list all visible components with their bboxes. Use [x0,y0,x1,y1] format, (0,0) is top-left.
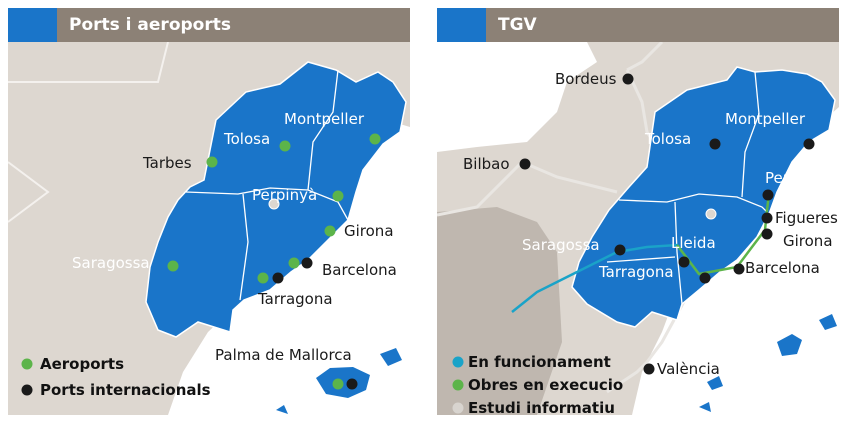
label-bilbao: Bilbao [463,155,510,173]
header-accent [8,8,57,42]
city-marker [733,263,745,275]
study-line [521,160,618,194]
city-marker [614,244,626,256]
airport-marker [206,156,218,168]
island-formentera [699,402,711,412]
internal-border [606,256,676,263]
city-marker [761,228,773,240]
region-area [571,66,836,328]
city-marker [643,363,655,375]
port-marker [301,257,313,269]
city-marker [761,212,773,224]
panel-title: TGV [498,15,537,35]
legend-airport-swatch [21,358,33,370]
label-saragossa: Saragossa [522,236,600,254]
label-figueres: Figueres [775,209,838,227]
airport-marker [279,140,291,152]
ports-airports-map: Tolosa Montpeller Tarbes Perpinyà Girona… [8,42,410,415]
legend-study-swatch [452,402,464,414]
label-perpinya: Perpinyà [765,169,830,187]
study-line [626,42,664,72]
label-girona: Girona [783,232,833,250]
internal-border [239,193,249,301]
internal-border [741,71,760,198]
city-marker [622,73,634,85]
legend-port-swatch [21,384,33,396]
city-marker [803,138,815,150]
label-montpeller: Montpeller [284,110,365,128]
city-marker [709,138,721,150]
legend-in-operation: En funcionament [468,353,611,371]
panel-header: Ports i aeroports [8,8,410,42]
line-under-construction [676,193,771,276]
port-marker [272,272,284,284]
inland-area [437,207,562,415]
label-palma: Palma de Mallorca [215,346,352,364]
airport-marker [369,133,381,145]
andorra [268,198,280,210]
city-marker [519,158,531,170]
label-girona: Girona [344,222,394,240]
ports-airports-panel: Ports i aeroports Tolos [8,8,410,415]
panel-title: Ports i aeroports [69,15,231,35]
island-mallorca [777,334,802,356]
internal-border [618,193,770,215]
label-tolosa: Tolosa [644,130,691,148]
label-saragossa: Saragossa [72,254,150,272]
airport-marker [167,260,179,272]
legend-operation-swatch [452,356,464,368]
label-perpinya: Perpinyà [252,186,317,204]
airport-marker [332,378,344,390]
airport-marker [257,272,269,284]
island-menorca [819,314,837,330]
internal-border [674,201,683,305]
city-marker [762,189,774,201]
study-line [606,360,649,394]
island-menorca [380,348,402,366]
label-tarragona: Tarragona [257,290,333,308]
label-bordeus: Bordeus [555,70,617,88]
label-lleida: Lleida [671,234,716,252]
label-barcelona: Barcelona [322,261,397,279]
legend-airports: Aeroports [40,355,124,373]
border-line [8,161,50,223]
andorra [705,208,717,220]
label-barcelona: Barcelona [745,259,820,277]
island-eivissa [707,376,723,390]
label-tarbes: Tarbes [142,154,192,172]
airport-marker [332,190,344,202]
label-montpeller: Montpeller [725,110,806,128]
label-tarragona: Tarragona [598,263,674,281]
island-eivissa [276,405,288,414]
city-marker [699,272,711,284]
airport-marker [324,225,336,237]
header-accent [437,8,486,42]
border-line [8,42,169,83]
airport-marker [288,257,300,269]
port-marker [346,378,358,390]
label-tolosa: Tolosa [223,130,270,148]
legend-under-construction: Obres en execucio [468,376,623,394]
city-marker [678,256,690,268]
panel-header: TGV [437,8,839,42]
legend-construction-swatch [452,379,464,391]
legend-ports: Ports internacionals [40,381,211,399]
internal-border [307,69,339,191]
internal-border [185,187,349,221]
study-line [437,160,524,217]
label-valencia: València [657,360,720,378]
tgv-map: Bordeus Bilbao Tolosa Montpeller Perpiny… [437,42,839,415]
sea-area [437,42,597,152]
legend-study: Estudi informatiu [468,399,615,415]
tgv-panel: TGV [437,8,839,415]
